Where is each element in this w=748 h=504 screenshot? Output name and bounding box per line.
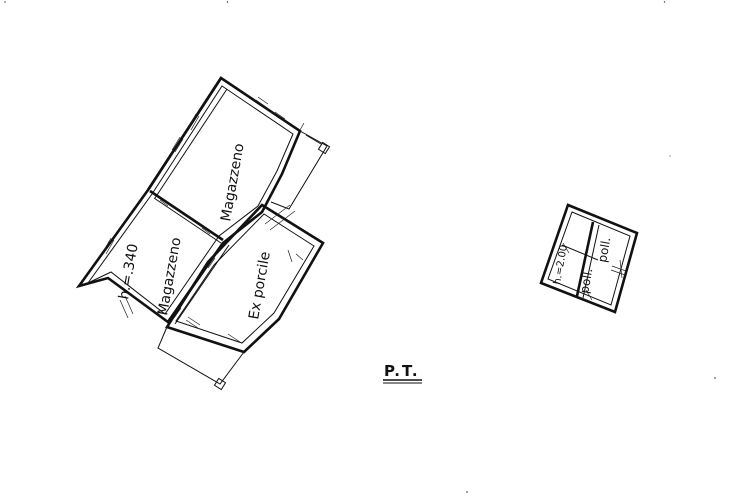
room-label-poll-right: poll. [595,236,613,263]
annex-outer-wall [539,203,639,314]
height-note-main: h.=.340 [116,243,142,301]
room-label-poll-left: poll. [577,267,595,294]
room-label-magazzeno-upper: Magazzeno [218,142,247,222]
annex-building: poll. poll. h.=2.00 [539,203,639,314]
plan-title: P.T. [383,362,422,384]
main-building-canopy [157,130,331,391]
plan-label: P.T. [384,362,420,380]
main-building-openings [102,96,305,343]
room-label-ex-porcile: Ex porcile [246,250,274,320]
main-building: Magazzeno Magazzeno Ex porcile h.=.340 [75,76,331,391]
main-building-outer-walls [75,76,325,354]
annex-internal-wall [575,221,595,297]
scan-specks [4,0,716,493]
height-note-annex: h.=2.00 [552,244,570,285]
